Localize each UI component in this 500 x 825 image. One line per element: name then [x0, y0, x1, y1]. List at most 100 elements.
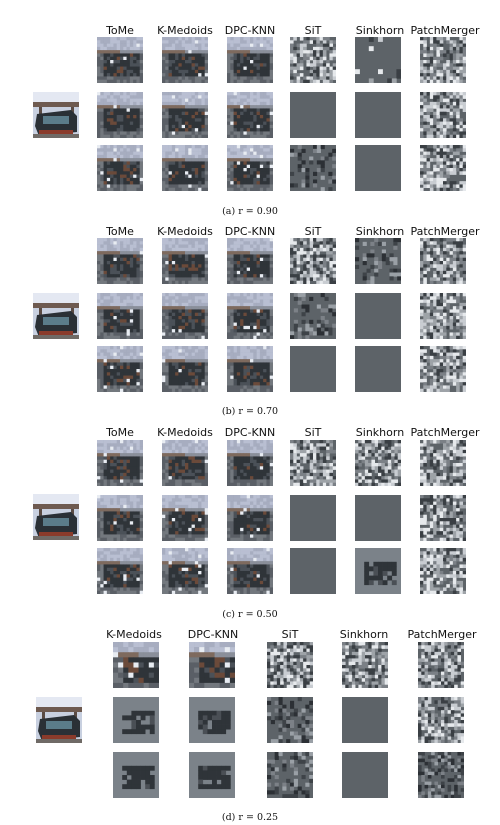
col-header: K-Medoids — [157, 24, 213, 37]
merge-visualization-tile — [162, 238, 208, 284]
merge-visualization-tile — [162, 145, 208, 191]
merge-visualization-tile — [97, 92, 143, 138]
merge-visualization-tile — [97, 548, 143, 594]
merge-visualization-tile — [189, 752, 235, 798]
merge-visualization-tile — [355, 37, 401, 83]
merge-visualization-tile — [342, 642, 388, 688]
merge-visualization-tile — [189, 642, 235, 688]
merge-visualization-tile — [290, 293, 336, 339]
merge-visualization-tile — [97, 37, 143, 83]
merge-visualization-tile — [290, 238, 336, 284]
col-header: SiT — [281, 628, 299, 641]
merge-visualization-tile — [227, 238, 273, 284]
merge-visualization-tile — [267, 697, 313, 743]
merge-visualization-tile — [420, 37, 466, 83]
col-header: DPC-KNN — [187, 628, 239, 641]
merge-visualization-tile — [420, 92, 466, 138]
source-image — [33, 92, 79, 138]
source-image — [33, 494, 79, 540]
merge-visualization-tile — [162, 548, 208, 594]
merge-visualization-tile — [355, 495, 401, 541]
merge-visualization-tile — [418, 752, 464, 798]
merge-visualization-tile — [227, 92, 273, 138]
col-header: Sinkhorn — [339, 628, 389, 641]
merge-visualization-tile — [290, 92, 336, 138]
col-header: K-Medoids — [157, 426, 213, 439]
merge-visualization-tile — [420, 440, 466, 486]
merge-visualization-tile — [420, 548, 466, 594]
merge-visualization-tile — [418, 642, 464, 688]
col-header: Sinkhorn — [355, 426, 405, 439]
merge-visualization-tile — [162, 92, 208, 138]
merge-visualization-tile — [290, 495, 336, 541]
merge-visualization-tile — [420, 495, 466, 541]
col-header: K-Medoids — [157, 225, 213, 238]
caption: (d) r = 0.25 — [221, 812, 279, 823]
figure-block-a: ToMe K-Medoids DPC-KNN SiT Sinkhorn Patc… — [0, 0, 500, 217]
col-header: SiT — [304, 24, 322, 37]
merge-visualization-tile — [97, 145, 143, 191]
col-header: Sinkhorn — [355, 225, 405, 238]
merge-visualization-tile — [342, 697, 388, 743]
merge-visualization-tile — [355, 145, 401, 191]
merge-visualization-tile — [227, 293, 273, 339]
merge-visualization-tile — [420, 346, 466, 392]
merge-visualization-tile — [227, 37, 273, 83]
merge-visualization-tile — [113, 752, 159, 798]
source-image — [36, 697, 82, 743]
merge-visualization-tile — [267, 642, 313, 688]
merge-visualization-tile — [355, 238, 401, 284]
merge-visualization-tile — [290, 145, 336, 191]
merge-visualization-tile — [267, 752, 313, 798]
col-header: SiT — [304, 225, 322, 238]
figure-block-c: ToMe K-Medoids DPC-KNN SiT Sinkhorn Patc… — [33, 426, 480, 620]
merge-visualization-tile — [355, 346, 401, 392]
merge-visualization-tile — [420, 145, 466, 191]
col-header: ToMe — [106, 426, 134, 439]
merge-visualization-tile — [162, 440, 208, 486]
col-header: PatchMerger — [410, 225, 480, 238]
merge-visualization-tile — [418, 697, 464, 743]
merge-visualization-tile — [420, 238, 466, 284]
merge-visualization-tile — [162, 293, 208, 339]
caption: (a) r = 0.90 — [222, 206, 278, 217]
source-image — [33, 293, 79, 339]
col-header: DPC-KNN — [224, 24, 276, 37]
caption: (b) r = 0.70 — [221, 406, 279, 417]
col-header: K-Medoids — [106, 628, 162, 641]
merge-visualization-tile — [113, 697, 159, 743]
col-header: ToMe — [106, 225, 134, 238]
col-header: Sinkhorn — [355, 24, 405, 37]
col-header: PatchMerger — [410, 24, 480, 37]
col-header: PatchMerger — [410, 426, 480, 439]
caption: (c) r = 0.50 — [222, 609, 278, 620]
merge-visualization-tile — [355, 293, 401, 339]
merge-visualization-tile — [162, 495, 208, 541]
merge-visualization-tile — [189, 697, 235, 743]
merge-visualization-tile — [97, 440, 143, 486]
merge-visualization-tile — [290, 346, 336, 392]
merge-visualization-tile — [290, 37, 336, 83]
merge-visualization-tile — [227, 548, 273, 594]
merge-visualization-tile — [162, 346, 208, 392]
merge-visualization-tile — [227, 495, 273, 541]
merge-visualization-tile — [97, 495, 143, 541]
merge-visualization-tile — [227, 440, 273, 486]
merge-visualization-tile — [113, 642, 159, 688]
col-header: DPC-KNN — [224, 426, 276, 439]
merge-visualization-tile — [227, 145, 273, 191]
col-header: SiT — [304, 426, 322, 439]
merge-visualization-tile — [97, 238, 143, 284]
figure-block-b: ToMe K-Medoids DPC-KNN SiT Sinkhorn Patc… — [33, 225, 480, 417]
merge-visualization-tile — [162, 37, 208, 83]
merge-visualization-tile — [355, 92, 401, 138]
merge-visualization-tile — [290, 548, 336, 594]
merge-visualization-tile — [355, 548, 401, 594]
merge-visualization-tile — [97, 346, 143, 392]
merge-visualization-tile — [227, 346, 273, 392]
col-header: DPC-KNN — [224, 225, 276, 238]
col-header: ToMe — [106, 24, 134, 37]
merge-visualization-tile — [420, 293, 466, 339]
merge-visualization-tile — [355, 440, 401, 486]
